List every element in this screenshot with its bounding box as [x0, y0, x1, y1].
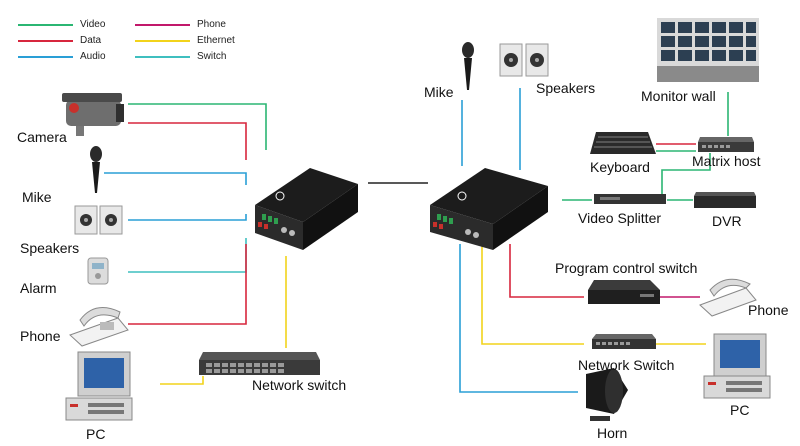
pc-ethernet-line: [160, 376, 204, 385]
label-matrix-host: Matrix host: [692, 153, 761, 169]
right-connections: [459, 88, 729, 393]
label-alarm: Alarm: [20, 280, 57, 296]
right-microphone-icon: [462, 42, 474, 90]
label-network-switch: Network switch: [252, 377, 347, 393]
alarm-icon: [87, 257, 109, 285]
legend-label-video: Video: [80, 19, 106, 30]
label-pc: PC: [86, 426, 106, 442]
legend-label-phone: Phone: [197, 19, 226, 30]
label-camera: Camera: [17, 129, 67, 145]
network-switch-icon: [199, 352, 320, 375]
dvr-icon: [694, 192, 756, 208]
legend-label-switch: Switch: [197, 51, 227, 62]
label-right-mike: Mike: [424, 84, 454, 100]
legend-label-ethernet: Ethernet: [197, 35, 235, 46]
label-right-pc: PC: [730, 402, 750, 418]
right-network-switch-ethernet-line: [481, 244, 584, 345]
label-program-control-switch: Program control switch: [555, 260, 698, 276]
camera-icon: [62, 93, 124, 136]
pc-icon: [65, 351, 133, 421]
label-horn: Horn: [597, 425, 628, 441]
label-mike: Mike: [22, 189, 52, 205]
right-pc-icon: [703, 333, 771, 399]
phone-data-line: [128, 244, 247, 325]
right-fiber-converter-icon: [430, 168, 548, 250]
program-control-switch-icon: [588, 280, 660, 304]
horn-audio-line: [459, 244, 578, 393]
right-network-switch-icon: [592, 334, 656, 349]
video-splitter-icon: [594, 194, 666, 204]
camera-data-line: [128, 122, 247, 160]
label-phone: Phone: [20, 328, 61, 344]
left-fiber-converter-icon: [255, 168, 358, 250]
legend-label-audio: Audio: [80, 51, 106, 62]
telephone-icon: [69, 307, 129, 347]
matrix-host-icon: [698, 137, 754, 152]
label-keyboard: Keyboard: [590, 159, 650, 175]
right-speakers-icon: [499, 43, 549, 77]
label-speakers: Speakers: [20, 240, 80, 256]
label-monitor-wall: Monitor wall: [641, 88, 716, 104]
camera-video-line: [128, 103, 267, 150]
label-right-phone: Phone: [748, 302, 789, 318]
matrix-video-splitter-line: [661, 153, 711, 195]
speakers-icon: [74, 205, 123, 235]
horn-icon: [586, 368, 628, 421]
label-dvr: DVR: [712, 213, 742, 229]
legend-label-data: Data: [80, 35, 102, 46]
label-right-speakers: Speakers: [536, 80, 596, 96]
label-right-network-switch: Network Switch: [578, 357, 675, 373]
speakers-audio-line: [128, 214, 247, 221]
alarm-switch-line: [128, 238, 247, 273]
program-switch-data-line: [509, 244, 584, 298]
left-connections: [104, 103, 287, 385]
right-telephone-icon: [699, 278, 757, 317]
mike-audio-line: [104, 172, 247, 185]
keyboard-icon: [590, 132, 656, 154]
monitor-wall-icon: [657, 18, 759, 82]
label-video-splitter: Video Splitter: [578, 210, 662, 226]
legend: [18, 24, 190, 58]
microphone-icon: [90, 146, 102, 193]
